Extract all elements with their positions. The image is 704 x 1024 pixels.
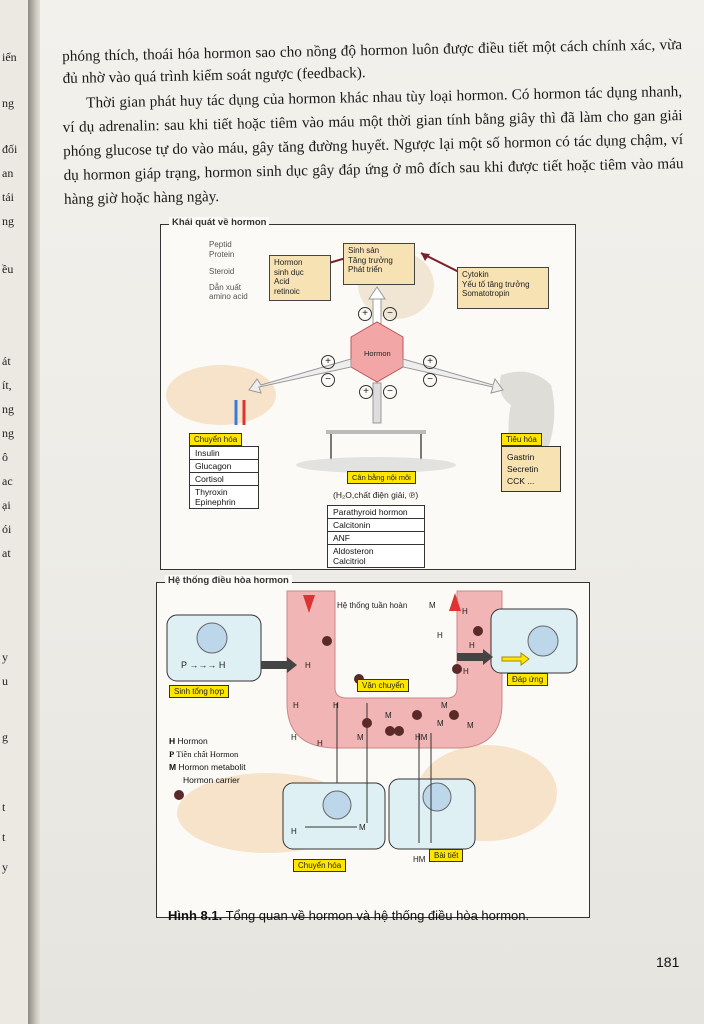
- legend-hormon: H Hormon: [169, 736, 208, 746]
- plus-right: +: [423, 355, 437, 369]
- circulation-tube: [286, 590, 503, 749]
- digestion-list: Gastrin Secretin CCK ...: [501, 446, 561, 492]
- overview-figure: Khái quát về hormon: [160, 217, 576, 570]
- class-steroid: Steroid: [209, 267, 235, 276]
- left-margin-fragment: đối: [2, 142, 18, 156]
- left-margin-fragment: át: [2, 354, 11, 368]
- left-margin-fragment: u: [2, 674, 8, 688]
- balance-title: Cân bằng nội môi: [347, 471, 416, 484]
- synthesis-label: Sinh tổng hợp: [169, 685, 230, 698]
- left-margin-fragment: ng: [2, 402, 14, 416]
- left-margin-fragment: ói: [2, 522, 12, 536]
- class-peptid: Peptid: [209, 240, 232, 249]
- plus-bottom: +: [359, 385, 373, 399]
- legend-metabolite: M Hormon metabolit: [169, 762, 246, 772]
- left-margin-fragment: y: [2, 650, 8, 664]
- left-margin-fragment: at: [2, 546, 11, 560]
- classes-detail-box: Hormon sinh dục Acid retinoic: [269, 255, 331, 301]
- plus-top-left: +: [358, 307, 372, 321]
- page-number: 181: [656, 954, 680, 970]
- balance-list: Parathyroid hormon Calcitonin ANF Aldost…: [327, 505, 425, 568]
- liver-shape: [166, 365, 276, 425]
- legend-carrier: Hormon carrier: [183, 775, 240, 785]
- transport-label: Vận chuyển: [357, 679, 410, 692]
- class-protein: Protein: [209, 250, 235, 259]
- regulation-figure: Hệ thống điều hòa hormon: [156, 575, 590, 918]
- regulation-diagram-art: [166, 590, 578, 853]
- minus-top-right: −: [383, 307, 397, 321]
- figure-caption: Hình 8.1. Tổng quan về hormon và hệ thốn…: [168, 908, 530, 923]
- legend-precursor: P Tiền chất Hormon: [169, 749, 239, 759]
- response-label: Đáp ứng: [507, 673, 549, 686]
- class-amino-derivative: Dẫn xuất: [209, 283, 242, 292]
- left-margin-fragment: ô: [2, 450, 8, 464]
- metabolism-title: Chuyển hóa: [189, 433, 243, 446]
- metabolism-list: Insulin Glucagon Cortisol Thyroxin Epine…: [189, 446, 259, 509]
- book-spine: [28, 0, 42, 1024]
- plus-left: +: [321, 355, 335, 369]
- minus-bottom: −: [383, 385, 397, 399]
- left-margin-fragment: ng: [2, 214, 14, 228]
- cytokin-box: Cytokin Yếu tố tăng trưởng Somatotropin: [457, 267, 549, 309]
- class-amino-acid: amino acid: [209, 292, 248, 301]
- minus-right: −: [423, 373, 437, 387]
- paragraph-2: Thời gian phát huy tác dụng của hormon k…: [62, 83, 684, 208]
- effects-box: Sinh sản Tăng trưởng Phát triển: [343, 243, 415, 285]
- metabolism-label: Chuyển hóa: [293, 859, 347, 872]
- left-margin-fragment: ng: [2, 96, 14, 110]
- left-margin-fragment: ều: [2, 262, 14, 276]
- legend: H Hormon P Tiền chất Hormon M Hormon met…: [169, 735, 246, 787]
- left-margin-fragment: y: [2, 860, 8, 874]
- left-margin-fragment: ít,: [2, 378, 12, 392]
- left-margin-fragment: iển: [2, 50, 17, 64]
- regulation-figure-title: Hệ thống điều hòa hormon: [165, 575, 292, 586]
- left-margin-fragment: ng: [2, 426, 14, 440]
- digestion-title: Tiêu hóa: [501, 433, 542, 446]
- excretion-label: Bài tiết: [429, 849, 464, 862]
- left-margin-fragment: t: [2, 800, 6, 814]
- hormon-center-label: Hormon: [364, 349, 391, 358]
- left-margin-fragment: tái: [2, 190, 14, 204]
- left-margin-fragment: t: [2, 830, 6, 844]
- left-margin-fragment: an: [2, 166, 14, 180]
- left-margin-fragment: g: [2, 730, 8, 744]
- minus-left: −: [321, 373, 335, 387]
- overview-figure-title: Khái quát về hormon: [169, 217, 270, 228]
- book-page: phóng thích, thoái hóa hormon sao cho nồ…: [40, 0, 704, 1024]
- left-margin-fragment: ac: [2, 474, 13, 488]
- precursor-chain: P →→→ H: [181, 660, 226, 670]
- water-note: (H₂O,chất điện giải, ℗): [333, 490, 419, 500]
- left-margin-fragment: ại: [2, 498, 11, 512]
- circulation-label: Hệ thống tuần hoàn: [337, 601, 408, 610]
